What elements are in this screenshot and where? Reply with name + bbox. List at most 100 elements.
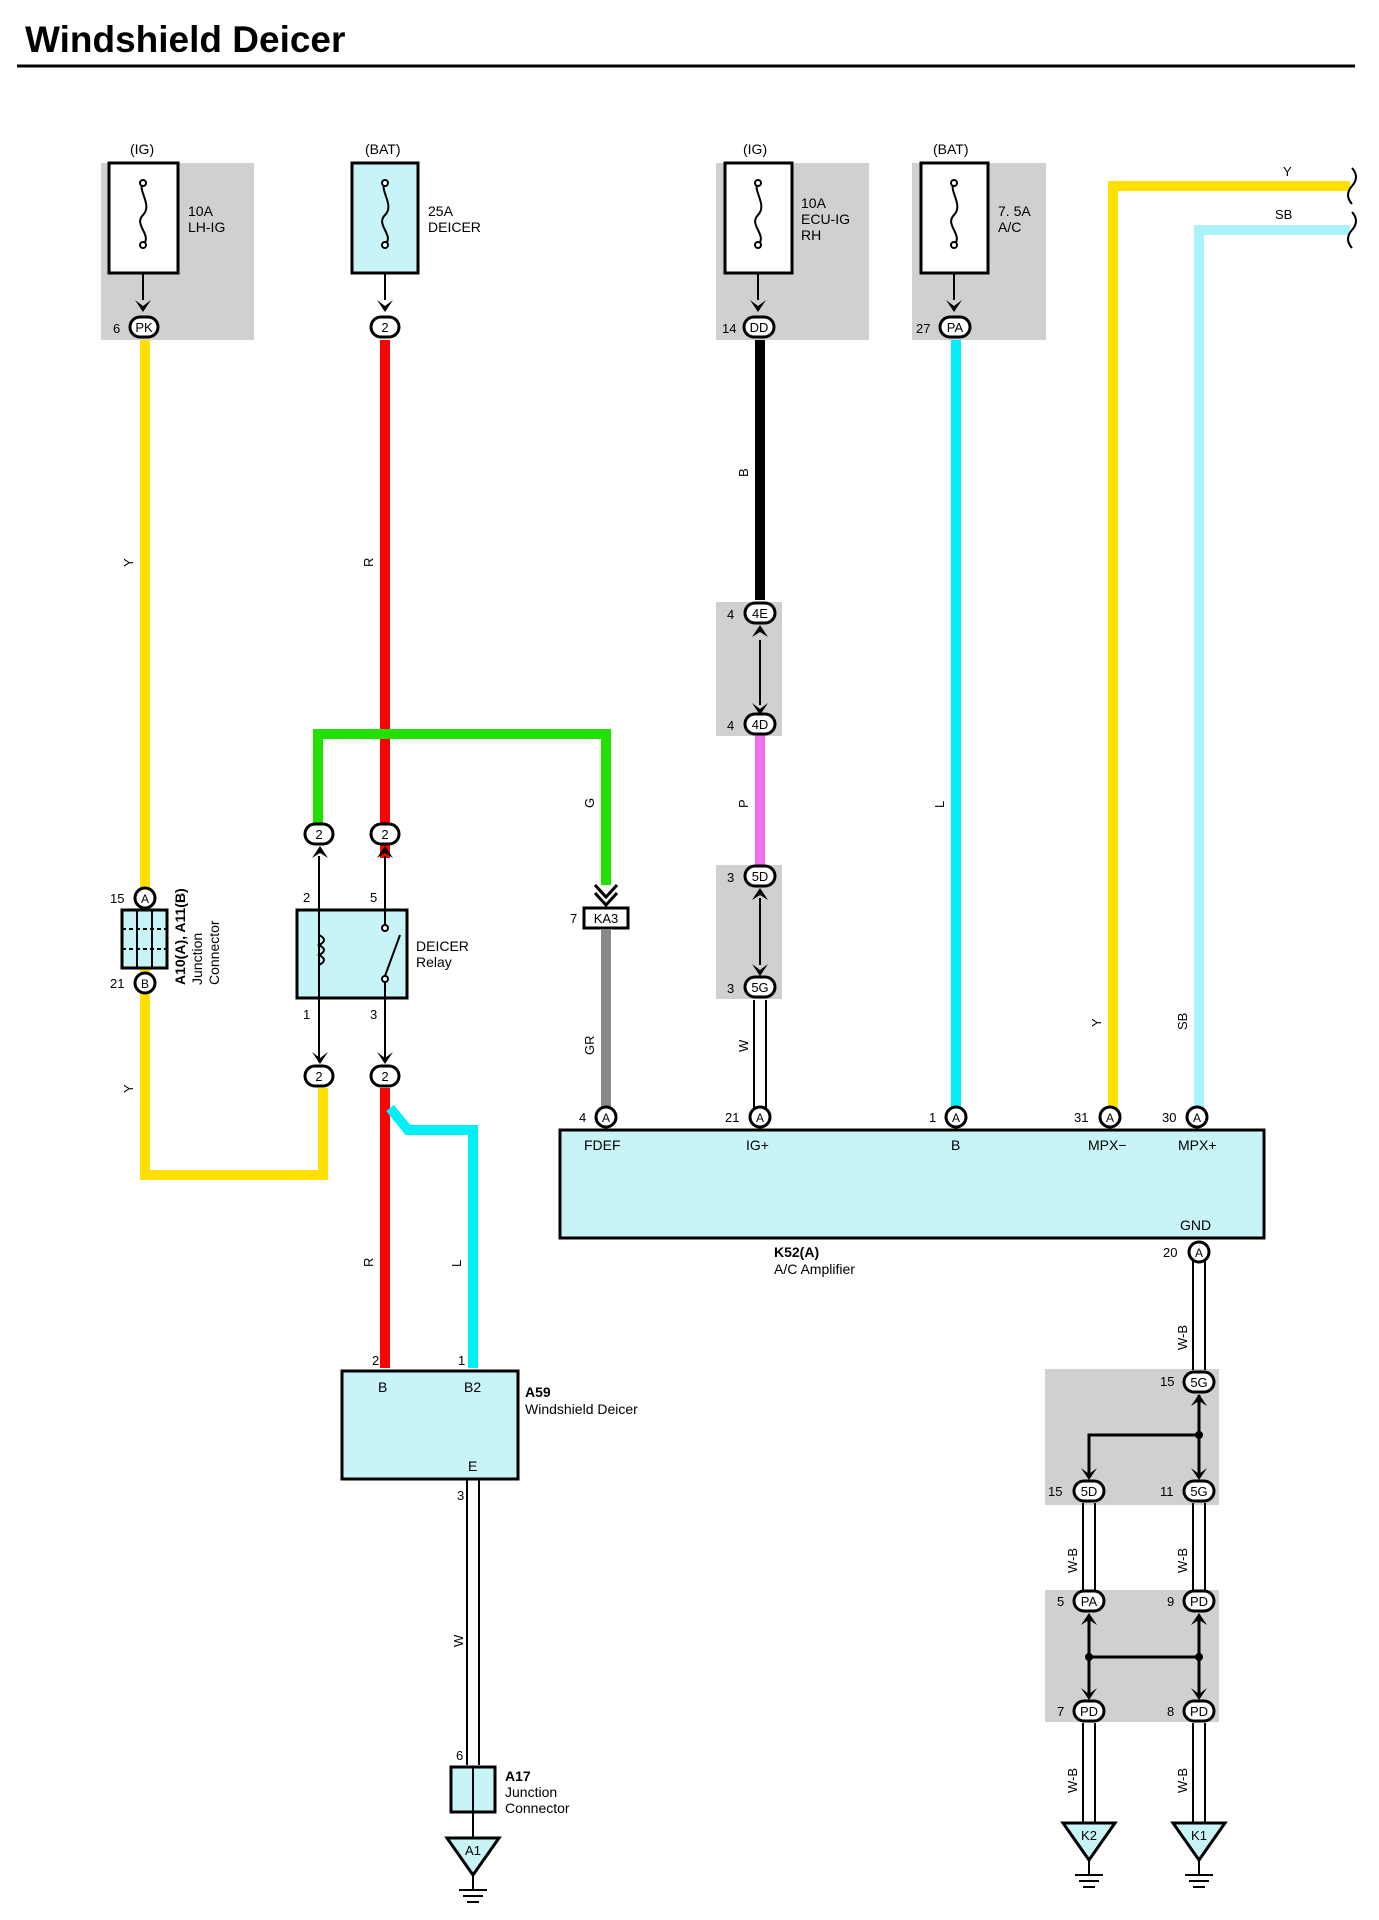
svg-text:MPX−: MPX− [1088,1137,1127,1153]
svg-text:5G: 5G [751,980,768,995]
wire-lightblue-mpx-plus [1194,225,1350,1110]
svg-text:W: W [451,1634,466,1647]
junction-a10-a11: A 15 B 21 [110,886,169,995]
svg-text:GND: GND [1180,1217,1211,1233]
wire-yellow-mpx-minus [1108,181,1350,1110]
fuse-ac [919,161,990,312]
fuse2-supply: (BAT) [365,141,401,157]
svg-text:DD: DD [750,320,769,335]
svg-text:2: 2 [315,827,322,842]
fuse1-supply: (IG) [130,141,154,157]
svg-text:15: 15 [1048,1484,1062,1499]
junction-a10-sub2: Connector [206,920,222,985]
junction-a10-sub1: Junction [189,933,205,985]
svg-text:14: 14 [722,321,736,336]
svg-text:4: 4 [727,718,734,733]
ground-k2: K2 [1060,1821,1118,1888]
svg-text:11: 11 [1160,1484,1174,1499]
junction-dot-2 [1085,1653,1093,1661]
relay-sub: Relay [416,954,452,970]
ac-amplifier-box [558,1128,1266,1240]
conn-4e-4d: 4E 4 4D 4 [727,601,777,736]
svg-text:K2: K2 [1081,1828,1097,1843]
svg-text:G: G [582,798,597,808]
deicer-pin-e: E [468,1458,477,1474]
svg-text:1: 1 [929,1110,936,1125]
fuse1-name: LH-IG [188,219,225,235]
svg-text:L: L [932,801,947,808]
svg-text:SB: SB [1175,1013,1190,1030]
svg-text:A: A [756,1111,764,1125]
ground-k1: K1 [1170,1821,1228,1888]
right-connectors: 5G 15 5D 15 5G 11 PA 5 PD 9 PD 7 PD 8 [1048,1370,1216,1723]
svg-text:SB: SB [1275,207,1292,222]
svg-text:15: 15 [1160,1374,1174,1389]
svg-text:A: A [1106,1111,1114,1125]
fuse4-name: A/C [998,219,1021,235]
svg-text:5G: 5G [1190,1375,1207,1390]
svg-text:W-B: W-B [1175,1548,1190,1573]
fuse4-supply: (BAT) [933,141,969,157]
svg-text:5D: 5D [1081,1484,1098,1499]
svg-text:5: 5 [1057,1594,1064,1609]
fuse2-name: DEICER [428,219,481,235]
break-mark-sb [1347,211,1357,249]
fuse3-name-2: RH [801,227,821,243]
relay-pin5: 5 [370,890,377,905]
svg-text:8: 8 [1167,1704,1174,1719]
svg-text:PD: PD [1190,1594,1208,1609]
svg-text:FDEF: FDEF [584,1137,621,1153]
svg-text:B: B [141,977,149,991]
svg-text:B: B [736,468,751,477]
svg-text:A: A [141,892,149,906]
deicer-id: A59 [525,1384,551,1400]
svg-text:PD: PD [1190,1704,1208,1719]
wires-wb [466,1245,1206,1823]
deicer-pin-e-num: 3 [457,1488,464,1503]
svg-text:4: 4 [727,607,734,622]
svg-text:30: 30 [1162,1110,1176,1125]
a17-sub2: Connector [505,1800,570,1816]
svg-text:GR: GR [582,1036,597,1056]
svg-text:W-B: W-B [1175,1325,1190,1350]
svg-text:A: A [1193,1111,1201,1125]
deicer-pin-b: B [378,1379,387,1395]
a17-id: A17 [505,1768,531,1784]
conn-dd: DD 14 [722,315,776,339]
svg-text:21: 21 [725,1110,739,1125]
svg-text:5G: 5G [1190,1484,1207,1499]
svg-text:7: 7 [570,911,577,926]
svg-text:R: R [361,1258,376,1267]
svg-text:3: 3 [727,870,734,885]
svg-text:W-B: W-B [1065,1768,1080,1793]
deicer-pin-b2: B2 [464,1379,481,1395]
relay-pin3: 3 [370,1007,377,1022]
svg-text:PA: PA [947,320,964,335]
svg-text:5D: 5D [752,869,769,884]
junction-dot-3 [1195,1653,1203,1661]
break-mark-y [1347,167,1357,205]
junction-dot-1 [1195,1431,1203,1439]
svg-text:Y: Y [121,558,136,567]
svg-text:W-B: W-B [1175,1768,1190,1793]
svg-text:K1: K1 [1191,1828,1207,1843]
svg-text:Y: Y [1089,1018,1104,1027]
svg-text:R: R [361,558,376,567]
svg-text:MPX+: MPX+ [1178,1137,1217,1153]
svg-text:Y: Y [1283,164,1292,179]
svg-text:7: 7 [1057,1704,1064,1719]
svg-text:6: 6 [456,1748,463,1763]
svg-text:21: 21 [110,976,124,991]
wire-yellow-lhig [140,340,328,1180]
svg-text:2: 2 [315,1069,322,1084]
svg-text:27: 27 [916,321,930,336]
svg-text:2: 2 [381,1069,388,1084]
conn-pk: PK 6 [113,315,160,339]
svg-text:W-B: W-B [1065,1548,1080,1573]
svg-text:KA3: KA3 [594,911,619,926]
svg-text:4: 4 [579,1110,586,1125]
amp-id: K52(A) [774,1244,819,1260]
deicer-pin-b-num: 2 [372,1353,379,1368]
svg-text:B: B [951,1137,960,1153]
svg-text:P: P [736,799,751,808]
